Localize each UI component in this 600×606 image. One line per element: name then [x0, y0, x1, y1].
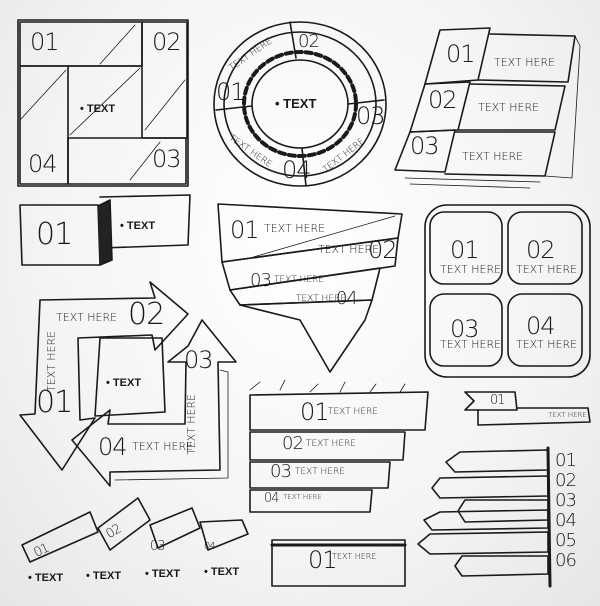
step-number: 01 — [300, 398, 330, 426]
quad-label: TEXT HERE — [440, 338, 502, 351]
folded-ribbon-text: TEXT — [204, 567, 239, 578]
grid-number-03: 03 — [152, 145, 182, 173]
arrow-cycle-number: 01 — [36, 385, 73, 420]
single-box-drawing — [270, 539, 407, 587]
tab-pair-drawing — [19, 194, 191, 266]
quad-frames-drawing — [424, 204, 591, 378]
quad-number: 03 — [450, 315, 480, 343]
zigzag-label: TEXT HERE — [296, 294, 346, 304]
quad-label: TEXT HERE — [516, 263, 578, 276]
step-boxes-drawing — [249, 379, 429, 513]
zigzag-number: 01 — [230, 216, 260, 244]
folded-ribbon-drawing — [21, 497, 249, 563]
step-number: 03 — [270, 461, 292, 482]
arrow-list-drawing — [417, 446, 552, 588]
folded-ribbon-number: 04 — [204, 541, 216, 552]
step-label: TEXT HERE — [283, 493, 322, 501]
quad-label: TEXT HERE — [516, 338, 578, 351]
arrow-cycle-label: TEXT HERE — [45, 330, 58, 392]
quad-number: 02 — [526, 236, 556, 264]
arrow-list-number: 03 — [555, 490, 577, 511]
folded-ribbon-text: TEXT — [28, 573, 63, 584]
zigzag-banner-drawing — [217, 203, 403, 373]
grid-number-04: 04 — [28, 150, 58, 178]
stacked-tab-label: TEXT HERE — [478, 101, 540, 114]
arrow-cycle-drawing — [19, 281, 237, 487]
small-ribbon-drawing — [464, 391, 591, 426]
zigzag-number: 02 — [368, 236, 398, 264]
zigzag-label: TEXT HERE — [274, 275, 324, 285]
grid-number-02: 02 — [152, 28, 182, 56]
ring-number-04: 04 — [282, 156, 312, 184]
small-ribbon-label: TEXT HERE — [548, 411, 587, 419]
stacked-tab-label: TEXT HERE — [462, 150, 524, 163]
single-box-number: 01 — [308, 546, 338, 574]
ring-drawing — [213, 21, 387, 187]
small-ribbon-number: 01 — [490, 393, 506, 408]
arrow-list-number: 05 — [555, 530, 577, 551]
arrow-list-number: 02 — [555, 470, 577, 491]
stacked-tab-number: 03 — [410, 132, 440, 160]
arrow-cycle-number: 02 — [128, 297, 165, 332]
ring-center-text: TEXT — [275, 97, 316, 110]
arrow-cycle-number: 04 — [98, 433, 128, 461]
zigzag-label: TEXT HERE — [318, 243, 380, 256]
single-box-label: TEXT HERE — [332, 552, 377, 561]
quad-number: 01 — [450, 236, 480, 264]
stacked-tab-number: 02 — [428, 86, 458, 114]
step-number: 02 — [282, 433, 304, 454]
ring-number-03: 03 — [356, 102, 386, 130]
grid-square-drawing — [17, 19, 189, 187]
grid-number-01: 01 — [30, 28, 60, 56]
tab-pair-number: 01 — [36, 217, 73, 252]
tab-pair-text: TEXT — [120, 221, 155, 232]
grid-center-text: TEXT — [80, 104, 115, 115]
arrow-list-number: 04 — [555, 510, 577, 531]
arrow-cycle-center-text: TEXT — [106, 378, 141, 389]
zigzag-label: TEXT HERE — [264, 222, 326, 235]
folded-ribbon-number: 03 — [150, 539, 166, 554]
step-label: TEXT HERE — [306, 439, 356, 449]
folded-ribbon-text: TEXT — [86, 571, 121, 582]
quad-number: 04 — [526, 312, 556, 340]
arrow-cycle-number: 03 — [184, 346, 214, 374]
quad-label: TEXT HERE — [440, 263, 502, 276]
stacked-tabs-drawing — [394, 27, 581, 189]
arrow-list-number: 06 — [555, 550, 577, 571]
stacked-tab-label: TEXT HERE — [494, 56, 556, 69]
folded-ribbon-text: TEXT — [145, 569, 180, 580]
step-label: TEXT HERE — [328, 407, 378, 417]
arrow-cycle-label: TEXT HERE — [132, 440, 194, 453]
ring-number-02: 02 — [298, 31, 320, 52]
stacked-tab-number: 01 — [446, 40, 476, 68]
step-number: 04 — [264, 491, 280, 506]
step-label: TEXT HERE — [295, 467, 345, 477]
ring-number-01: 01 — [216, 78, 246, 106]
zigzag-number: 03 — [250, 270, 272, 291]
zigzag-number: 04 — [336, 288, 358, 309]
arrow-cycle-label: TEXT HERE — [56, 311, 118, 324]
arrow-list-number: 01 — [555, 450, 577, 471]
